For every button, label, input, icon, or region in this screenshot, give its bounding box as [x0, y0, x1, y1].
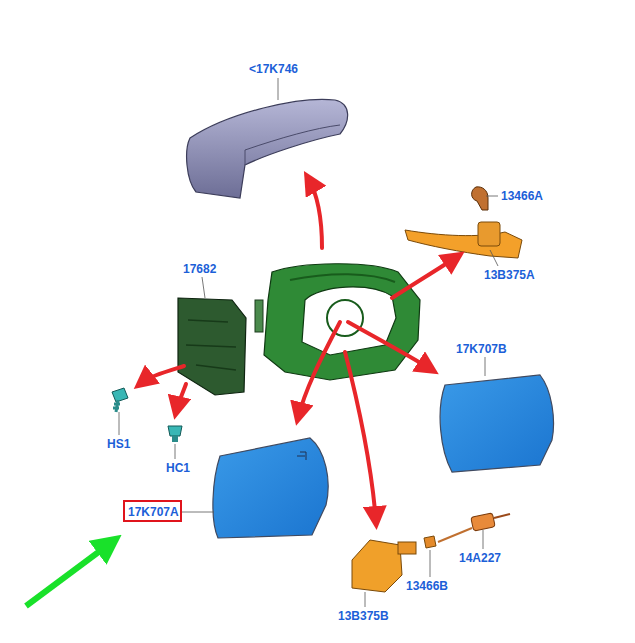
part-number: 14A227 — [459, 551, 501, 565]
part-number: 13B375A — [484, 268, 535, 282]
part-number: 17K707B — [456, 342, 507, 356]
part-number: HS1 — [107, 437, 130, 451]
highlight-box: 17K707A — [123, 500, 182, 522]
part-number: 13B375B — [338, 609, 389, 623]
part-number: 13466A — [501, 189, 543, 203]
part-number: 13466B — [406, 579, 448, 593]
part-number: <17K746 — [249, 62, 298, 76]
part-number: HC1 — [166, 461, 190, 475]
part-number: 17682 — [183, 262, 216, 276]
part-number: 17K707A — [128, 505, 180, 519]
